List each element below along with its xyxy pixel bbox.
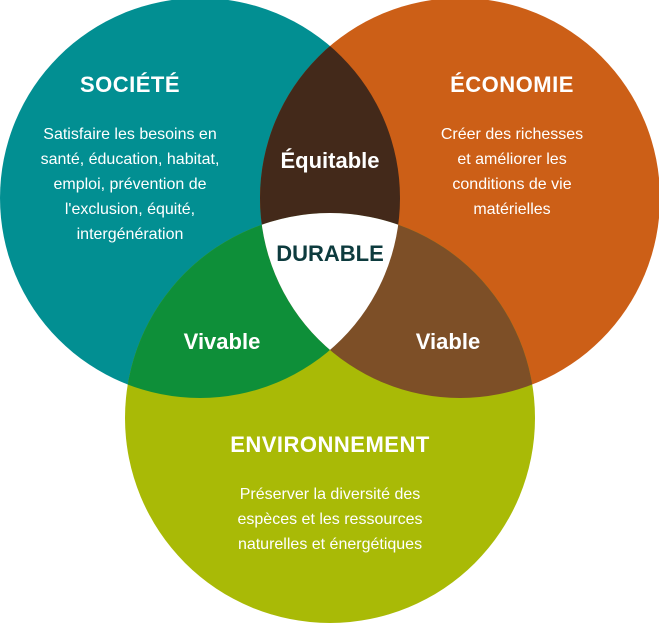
environnement-title: ENVIRONNEMENT	[230, 432, 430, 457]
durable-label: DURABLE	[276, 241, 384, 266]
equitable-label: Équitable	[280, 148, 380, 173]
economie-description: Créer des richesses et améliorer les con…	[440, 126, 584, 218]
viable-region	[260, 213, 535, 398]
vivable-label: Vivable	[183, 329, 261, 354]
economie-title: ÉCONOMIE	[450, 72, 574, 97]
vivable-region	[125, 213, 400, 398]
societe-title: SOCIÉTÉ	[79, 72, 181, 97]
societe-description: Satisfaire les besoins en santé, éducati…	[40, 126, 220, 243]
environnement-description: Préserver la diversité des espèces et le…	[237, 486, 423, 553]
viable-label: Viable	[415, 329, 481, 354]
